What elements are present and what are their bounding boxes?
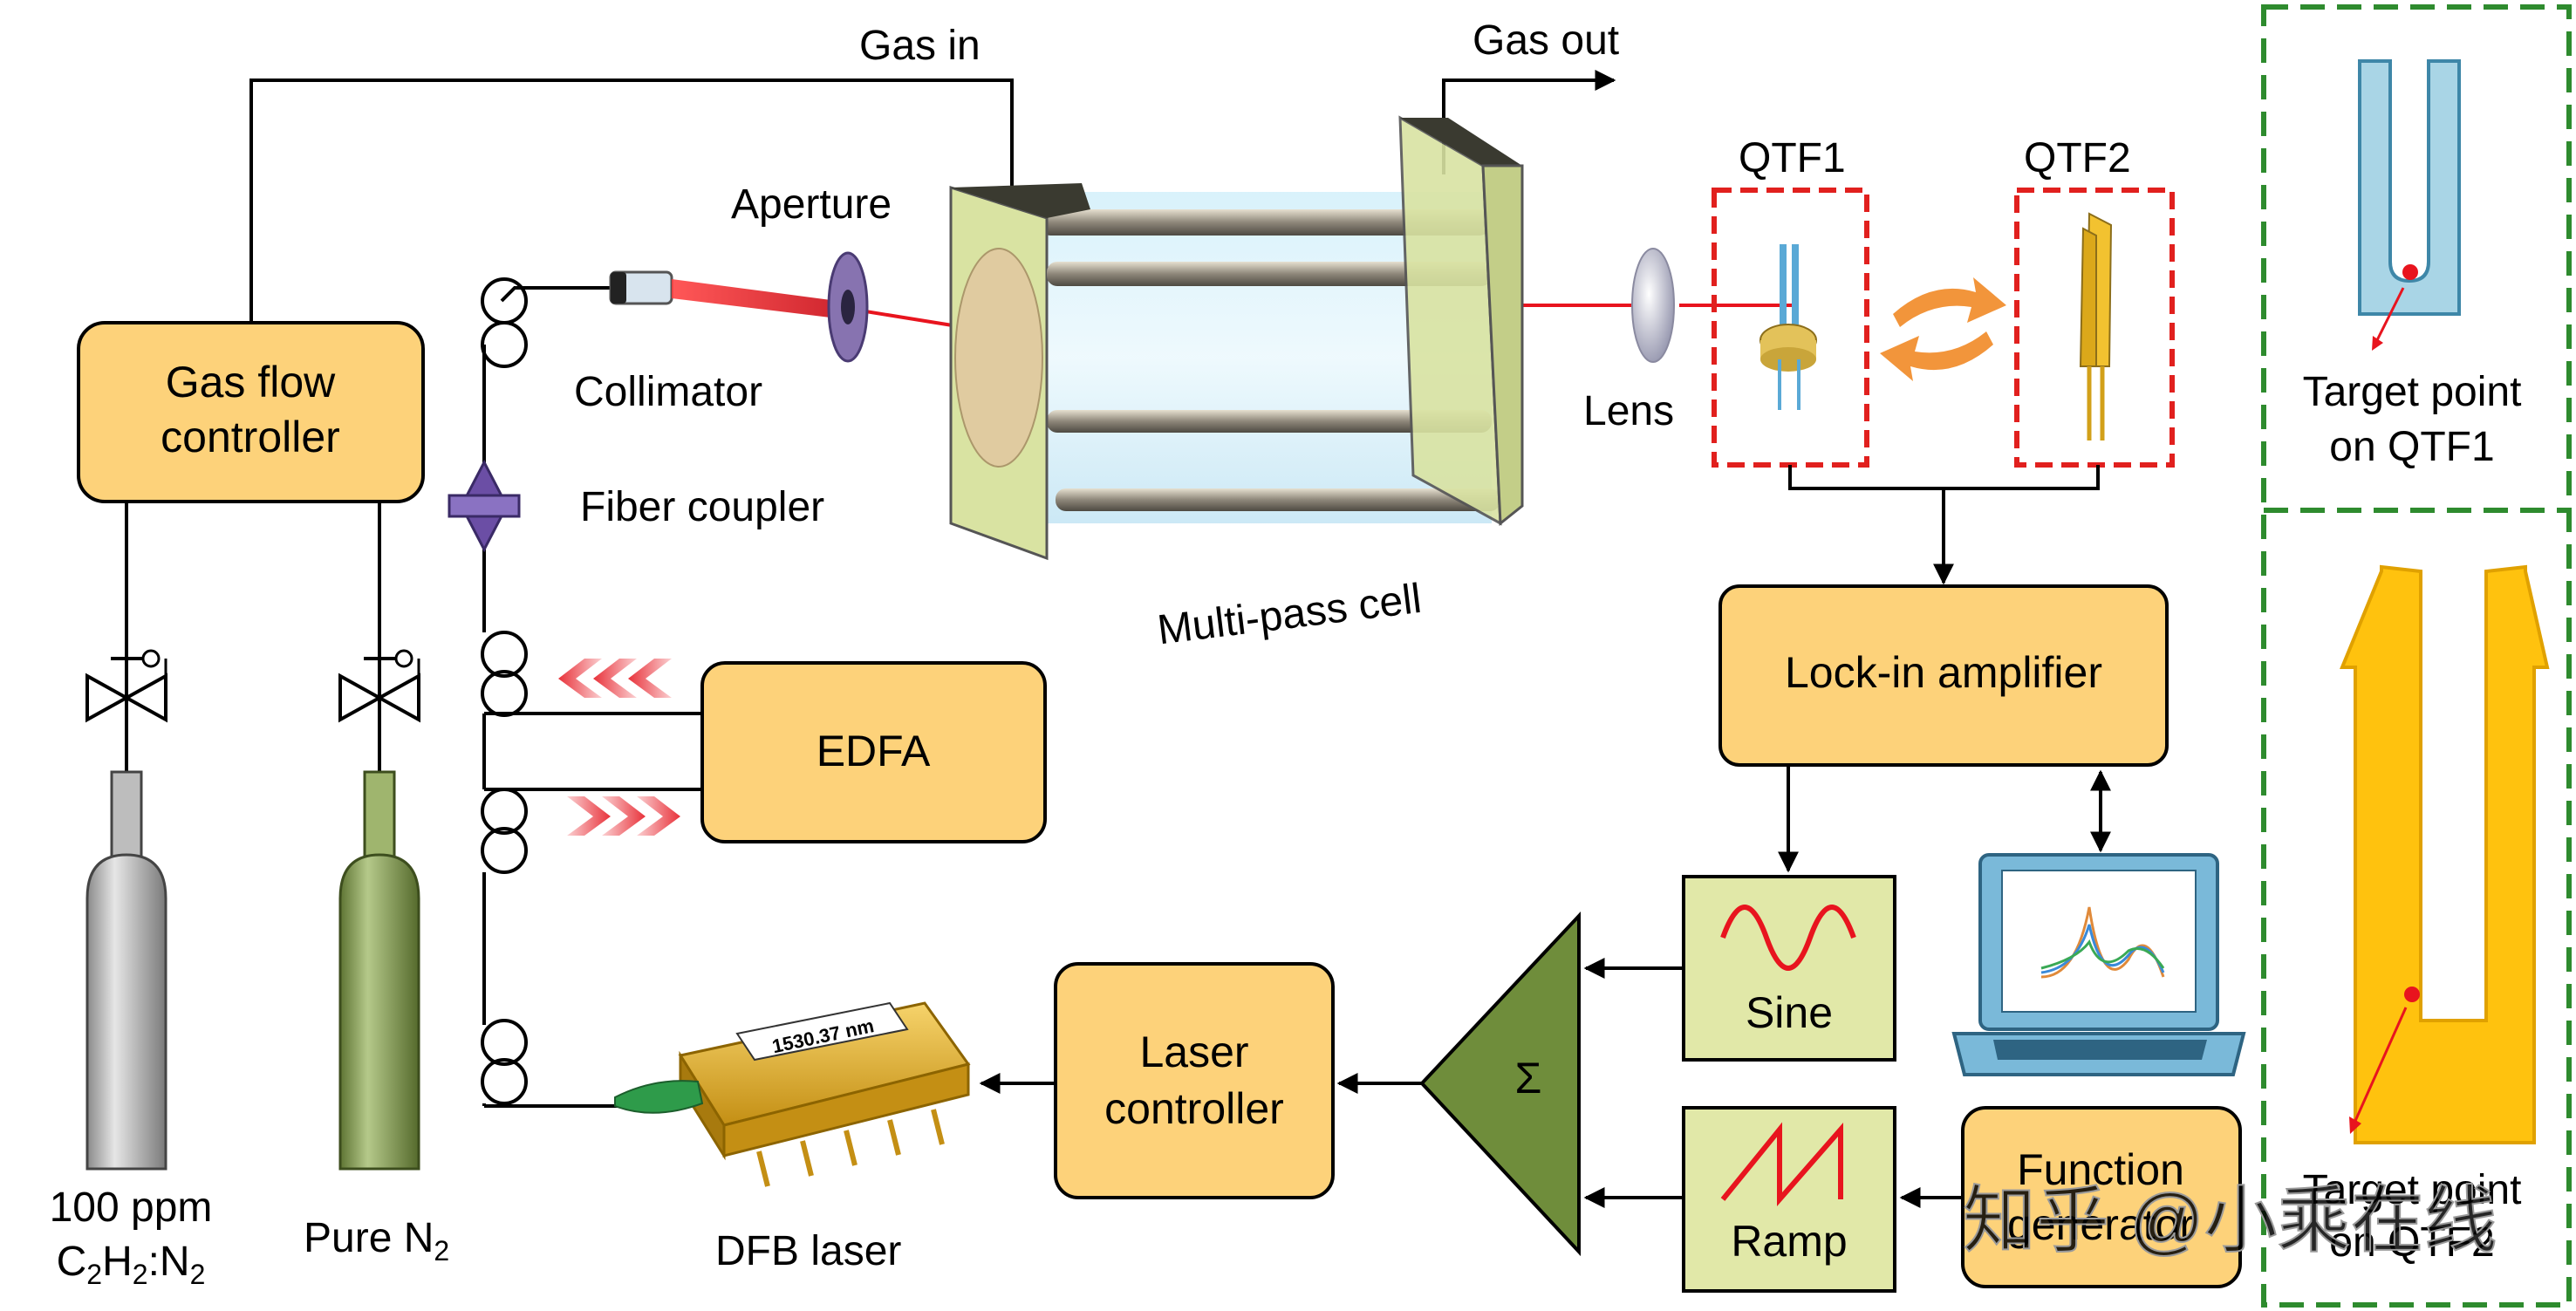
edfa-label: EDFA (817, 727, 931, 775)
swap-arrows-icon (1880, 277, 2006, 381)
gas-flow-controller-block: Gas flow controller (77, 321, 425, 503)
fiber-coupler-icon (448, 459, 521, 553)
gas-in-label: Gas in (859, 23, 981, 69)
lockin-amplifier-label: Lock-in amplifier (1785, 648, 2102, 697)
gas-cylinder-icon (338, 770, 420, 1171)
fiber-loop-icon (481, 631, 528, 717)
dfb-laser-icon: 1530.37 nm (614, 1001, 971, 1187)
aperture-icon (827, 251, 869, 363)
lens-icon (1631, 248, 1675, 363)
target1-label-1: Target point (2303, 369, 2522, 415)
edfa-block: EDFA (700, 661, 1047, 843)
fiber-loop-icon (481, 788, 528, 874)
gas-out-label: Gas out (1472, 17, 1619, 64)
cylinder1-label-1: 100 ppm (50, 1185, 213, 1231)
dfb-laser-label: DFB laser (715, 1228, 901, 1274)
laser-controller-label-2: controller (1104, 1084, 1284, 1133)
sine-block: Sine (1682, 875, 1896, 1062)
lockin-amplifier-block: Lock-in amplifier (1718, 584, 2169, 767)
function-generator-label-1: Function (2017, 1145, 2184, 1194)
qtf1-label: QTF1 (1739, 135, 1846, 181)
lens-label: Lens (1583, 388, 1674, 434)
gas-flow-controller-label-1: Gas flow (166, 358, 336, 406)
target-point-panel (2261, 4, 2572, 1308)
target2-label-1: Target point (2303, 1167, 2522, 1213)
direction-chevrons-icon (558, 659, 672, 698)
fiber-coupler-label: Fiber coupler (580, 484, 824, 530)
cylinder1-label-2: C2H2:N2 (57, 1239, 206, 1290)
multipass-cell-icon (949, 115, 1524, 561)
cylinder2-label: Pure N2 (304, 1215, 449, 1267)
sine-wave-icon (1720, 905, 1856, 971)
summer-label: Σ (1515, 1054, 1542, 1103)
qtf2-label: QTF2 (2024, 135, 2131, 181)
valve-icon (85, 649, 167, 723)
qtf2-enlarged-icon (2340, 564, 2550, 1144)
function-generator-block: Function generator (1961, 1106, 2242, 1288)
sine-label: Sine (1746, 988, 1833, 1037)
qtf1-enlarged-icon (2358, 59, 2461, 351)
qtf2-icon (2079, 212, 2113, 440)
collimator-label: Collimator (574, 369, 762, 415)
gas-flow-controller-label-2: controller (161, 413, 340, 461)
fiber-loop-icon (481, 1019, 528, 1105)
ramp-block: Ramp (1682, 1106, 1896, 1293)
laptop-icon (1951, 853, 2246, 1076)
multipass-cell-label: Multi-pass cell (1155, 576, 1424, 654)
gas-cylinder-icon (85, 770, 167, 1171)
collimator-icon (609, 270, 673, 305)
valve-icon (338, 649, 420, 723)
qtf2-dashed-box (2014, 188, 2175, 468)
fiber-loop-icon (481, 277, 528, 368)
ramp-wave-icon (1720, 1122, 1843, 1206)
qtf1-icon (1759, 244, 1817, 410)
laser-controller-label-1: Laser (1139, 1028, 1248, 1076)
summer-block: Σ (1419, 911, 1581, 1257)
target1-label-2: on QTF1 (2329, 424, 2494, 470)
ramp-label: Ramp (1731, 1217, 1847, 1266)
aperture-label: Aperture (731, 181, 892, 228)
function-generator-label-2: generator (2007, 1200, 2194, 1249)
watermark: 知乎 @小乘在线 (1963, 1179, 2497, 1261)
laser-controller-block: Laser controller (1054, 962, 1335, 1199)
target2-label-2: on QTF2 (2329, 1219, 2494, 1266)
direction-chevrons-icon (567, 796, 680, 836)
